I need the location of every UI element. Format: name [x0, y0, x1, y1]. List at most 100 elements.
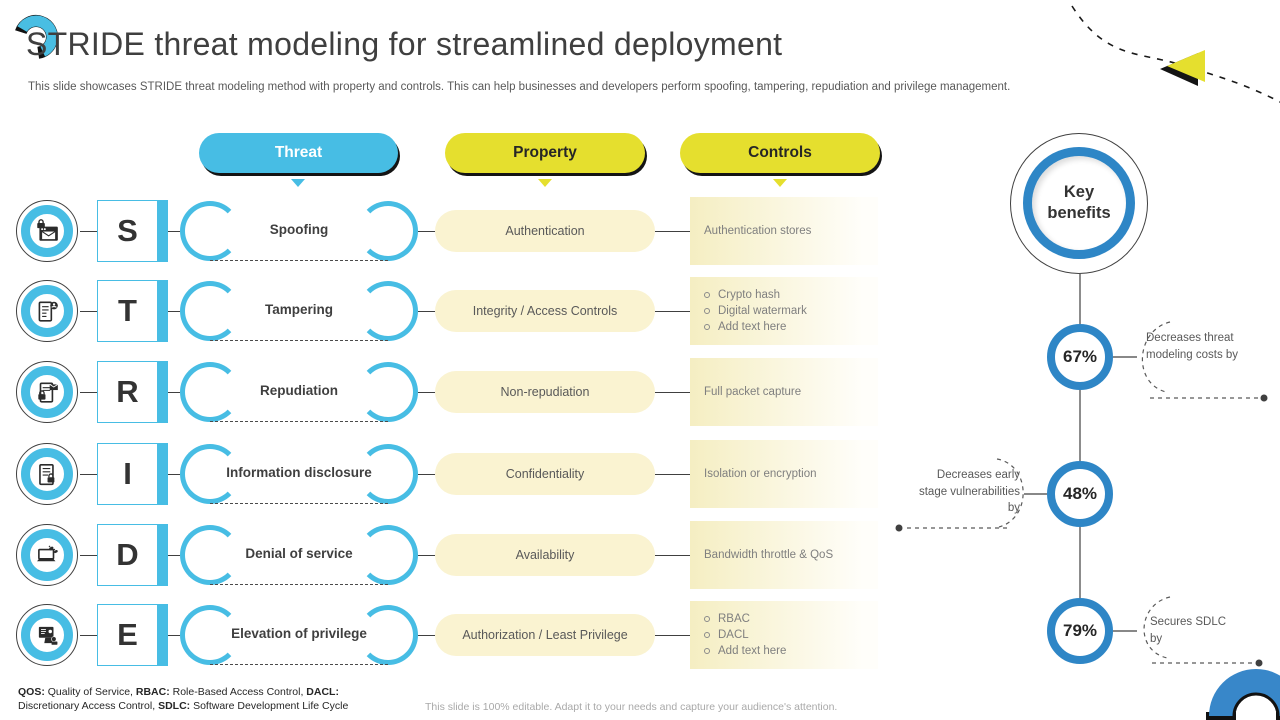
connector-line — [418, 392, 435, 393]
stride-letter: D — [116, 537, 139, 572]
capsule-dash — [210, 664, 388, 665]
benefit-label: Decreases threat modeling costs by — [1146, 332, 1239, 361]
connector-line — [655, 474, 690, 475]
control-text: Isolation or encryption — [704, 468, 817, 480]
control-text: Authentication stores — [704, 225, 812, 237]
monitor-user-lock-icon — [38, 626, 58, 645]
slide-title: STRIDE threat modeling for streamlined d… — [26, 26, 783, 62]
connector-line — [168, 392, 180, 393]
property-pointer-icon — [538, 179, 552, 187]
capsule-arc-left — [180, 525, 240, 585]
property-label: Authorization / Least Privilege — [462, 628, 628, 642]
table-row: E Elevation of privilege Authorization /… — [0, 595, 900, 675]
benefit-percent-circle: 67% — [1047, 324, 1113, 390]
row-icon-ring — [21, 205, 73, 257]
capsule-arc-right — [358, 201, 418, 261]
property-pill: Availability — [435, 534, 655, 576]
connector-line — [168, 311, 180, 312]
connector-line — [168, 474, 180, 475]
control-text: RBAC — [718, 613, 750, 625]
row-icon-ring — [21, 529, 73, 581]
connector-line — [80, 311, 97, 312]
key-benefits-circle: Key benefits — [1023, 147, 1135, 259]
controls-pointer-icon — [773, 179, 787, 187]
property-label: Integrity / Access Controls — [472, 304, 618, 318]
table-row: T Tampering Integrity / Access Controls … — [0, 271, 900, 351]
capsule-arc-right — [358, 362, 418, 422]
property-pill: Confidentiality — [435, 453, 655, 495]
acronym-line: Discretionary Access Control, SDLC: Soft… — [18, 699, 349, 712]
capsule-dash — [210, 340, 388, 341]
arch-decoration — [1206, 669, 1280, 720]
column-header-threat: Threat — [199, 133, 398, 173]
benefit-value: 48% — [1062, 484, 1098, 503]
stride-letter: S — [117, 213, 138, 248]
capsule-arc-right — [358, 444, 418, 504]
connector-line — [418, 474, 435, 475]
property-label: Confidentiality — [505, 467, 585, 481]
threat-capsule: Denial of service — [180, 525, 418, 585]
benefit-value: 79% — [1062, 621, 1098, 640]
capsule-dash — [210, 503, 388, 504]
document-unlock-icon — [39, 463, 55, 486]
key-benefits-title: Key benefits — [1047, 183, 1111, 222]
control-text: Add text here — [718, 321, 787, 333]
control-item: Add text here — [704, 643, 878, 659]
connector-line — [80, 474, 97, 475]
benefit-percent-circle: 79% — [1047, 598, 1113, 664]
control-item: RBAC — [704, 611, 878, 627]
connector-line — [80, 392, 97, 393]
control-item: Bandwidth throttle & QoS — [704, 547, 878, 563]
row-icon-ring — [21, 448, 73, 500]
property-label: Availability — [515, 548, 575, 562]
connector-line — [418, 635, 435, 636]
capsule-arc-left — [180, 605, 240, 665]
column-header-controls: Controls — [680, 133, 880, 173]
threat-label: Elevation of privilege — [231, 625, 367, 641]
connector-line — [418, 555, 435, 556]
document-user-icon — [38, 301, 58, 322]
threat-capsule: Information disclosure — [180, 444, 418, 504]
control-item: Digital watermark — [704, 303, 878, 319]
property-label: Authentication — [505, 224, 585, 238]
threat-label: Repudiation — [260, 382, 338, 398]
letter-bar — [158, 604, 168, 666]
row-icon-ring — [21, 366, 73, 418]
letter-badge: E — [97, 604, 158, 666]
bullet-icon — [704, 632, 710, 638]
connector-line — [80, 555, 97, 556]
row-icon-circle — [16, 524, 78, 586]
capsule-arc-right — [358, 281, 418, 341]
row-icon-circle — [16, 443, 78, 505]
letter-badge: T — [97, 280, 158, 342]
controls-box: RBAC DACL Add text here — [690, 601, 878, 669]
editable-note: This slide is 100% editable. Adapt it to… — [425, 701, 838, 713]
benefit-label: Secures SDLC by — [1150, 616, 1227, 645]
row-icon-circle — [16, 604, 78, 666]
bullet-icon — [704, 292, 710, 298]
control-item: Add text here — [704, 319, 878, 335]
property-pill: Non-repudiation — [435, 371, 655, 413]
capsule-dash — [210, 421, 388, 422]
capsule-arc-left — [180, 362, 240, 422]
letter-bar — [158, 200, 168, 262]
arrow-icon — [1160, 53, 1198, 86]
slide-subtitle: This slide showcases STRIDE threat model… — [28, 81, 1011, 93]
connector-line — [168, 555, 180, 556]
laptop-bug-icon — [37, 545, 58, 562]
connector-line — [80, 635, 97, 636]
threat-capsule: Elevation of privilege — [180, 605, 418, 665]
connector-line — [655, 231, 690, 232]
row-icon-circle — [16, 200, 78, 262]
table-row: S Spoofing Authentication Authentication… — [0, 191, 900, 271]
connector-line — [168, 231, 180, 232]
connector-line — [418, 231, 435, 232]
controls-box: Crypto hash Digital watermark Add text h… — [690, 277, 878, 345]
capsule-arc-left — [180, 444, 240, 504]
table-row: R Repudiation Non-repudiation Full packe… — [0, 352, 900, 432]
threat-capsule: Spoofing — [180, 201, 418, 261]
property-label: Non-repudiation — [500, 385, 590, 399]
stride-letter: R — [116, 374, 139, 409]
stride-letter: I — [123, 456, 132, 491]
